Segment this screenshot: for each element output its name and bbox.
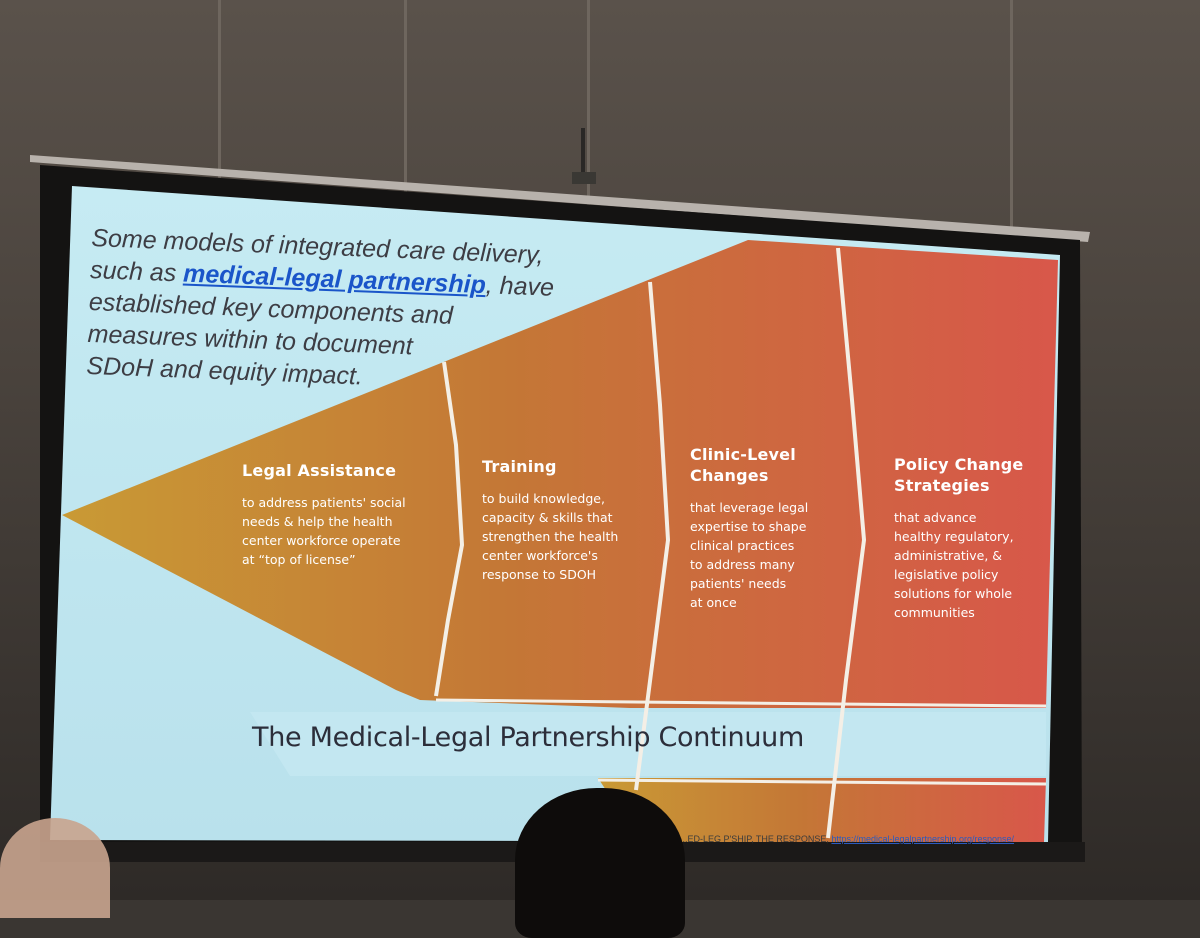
stage-desc-line: center workforce operate bbox=[242, 533, 401, 548]
stage-desc-line: strengthen the health bbox=[482, 529, 619, 544]
screen-mount-bracket bbox=[572, 172, 596, 184]
slide-intro-text: Some models of integrated care delivery,… bbox=[86, 222, 612, 402]
stage-desc-line: that leverage legal bbox=[690, 500, 809, 515]
screen-top-bar bbox=[30, 155, 1090, 242]
stage-title-line: Policy Change bbox=[894, 455, 1024, 474]
audience-member-shoulder bbox=[0, 818, 110, 918]
stage-desc-line: at “top of license” bbox=[242, 552, 356, 567]
stage-desc-line: solutions for whole bbox=[894, 586, 1013, 601]
stage-desc-line: that advance bbox=[894, 510, 977, 525]
divider-line bbox=[597, 778, 1047, 786]
screen-mount-rod bbox=[581, 128, 585, 176]
stage-desc-line: administrative, & bbox=[894, 548, 1003, 563]
stage-policy-change-strategies: Policy Change Strategies that advance he… bbox=[894, 454, 1044, 622]
stage-training: Training to build knowledge, capacity & … bbox=[482, 456, 652, 584]
chevron-divider-2 bbox=[634, 281, 671, 791]
stage-desc-line: response to SDOH bbox=[482, 567, 597, 582]
stage-description: to address patients' social needs & help… bbox=[242, 493, 452, 569]
stage-desc-line: communities bbox=[894, 605, 975, 620]
stage-desc-line: expertise to shape bbox=[690, 519, 807, 534]
slide-citation: ...ED-LEG P'SHIP, THE RESPONSE, https://… bbox=[680, 834, 1040, 844]
intro-text: , have bbox=[485, 271, 555, 302]
stage-desc-line: to build knowledge, bbox=[482, 491, 605, 506]
stage-title: Policy Change Strategies bbox=[894, 454, 1044, 496]
stage-title-line: Clinic-Level bbox=[690, 445, 796, 464]
stage-description: that advance healthy regulatory, adminis… bbox=[894, 508, 1044, 622]
wall-panel-seam bbox=[1010, 0, 1013, 230]
stage-desc-line: legislative policy bbox=[894, 567, 999, 582]
stage-description: that leverage legal expertise to shape c… bbox=[690, 498, 840, 612]
stage-title: Clinic-Level Changes bbox=[690, 444, 840, 486]
stage-desc-line: needs & help the health bbox=[242, 514, 393, 529]
stage-desc-line: clinical practices bbox=[690, 538, 795, 553]
stage-title-line: Changes bbox=[690, 466, 769, 485]
wall-panel-seam bbox=[587, 0, 590, 230]
stage-desc-line: to address patients' social bbox=[242, 495, 406, 510]
stage-desc-line: center workforce's bbox=[482, 548, 598, 563]
projector-screen bbox=[30, 128, 1090, 862]
stage-clinic-level-changes: Clinic-Level Changes that leverage legal… bbox=[690, 444, 840, 612]
stage-desc-line: capacity & skills that bbox=[482, 510, 613, 525]
citation-link[interactable]: https://medical-legalpartnership.org/res… bbox=[831, 834, 1015, 844]
slide-footer-title: The Medical-Legal Partnership Continuum bbox=[252, 722, 804, 753]
chevron-divider-1 bbox=[434, 361, 465, 697]
stage-description: to build knowledge, capacity & skills th… bbox=[482, 489, 652, 584]
continuum-funnel bbox=[62, 240, 1058, 708]
stage-desc-line: at once bbox=[690, 595, 737, 610]
wall-panel-seam bbox=[218, 0, 221, 230]
audience-member-head bbox=[515, 788, 685, 938]
continuum-lower-band bbox=[598, 778, 1046, 842]
citation-text: ...ED-LEG P'SHIP, THE RESPONSE, bbox=[680, 834, 832, 844]
intro-text: such as bbox=[89, 255, 184, 288]
stage-title: Training bbox=[482, 457, 557, 476]
stage-desc-line: healthy regulatory, bbox=[894, 529, 1014, 544]
stage-title: Legal Assistance bbox=[242, 461, 397, 480]
stage-legal-assistance: Legal Assistance to address patients' so… bbox=[242, 460, 452, 569]
footer-band bbox=[250, 712, 1046, 776]
wall-panel-seam bbox=[404, 0, 407, 230]
stage-title-line: Strategies bbox=[894, 476, 990, 495]
chevron-divider-3 bbox=[826, 247, 867, 839]
stage-desc-line: patients' needs bbox=[690, 576, 787, 591]
divider-line bbox=[435, 698, 1047, 708]
stage-desc-line: to address many bbox=[690, 557, 795, 572]
